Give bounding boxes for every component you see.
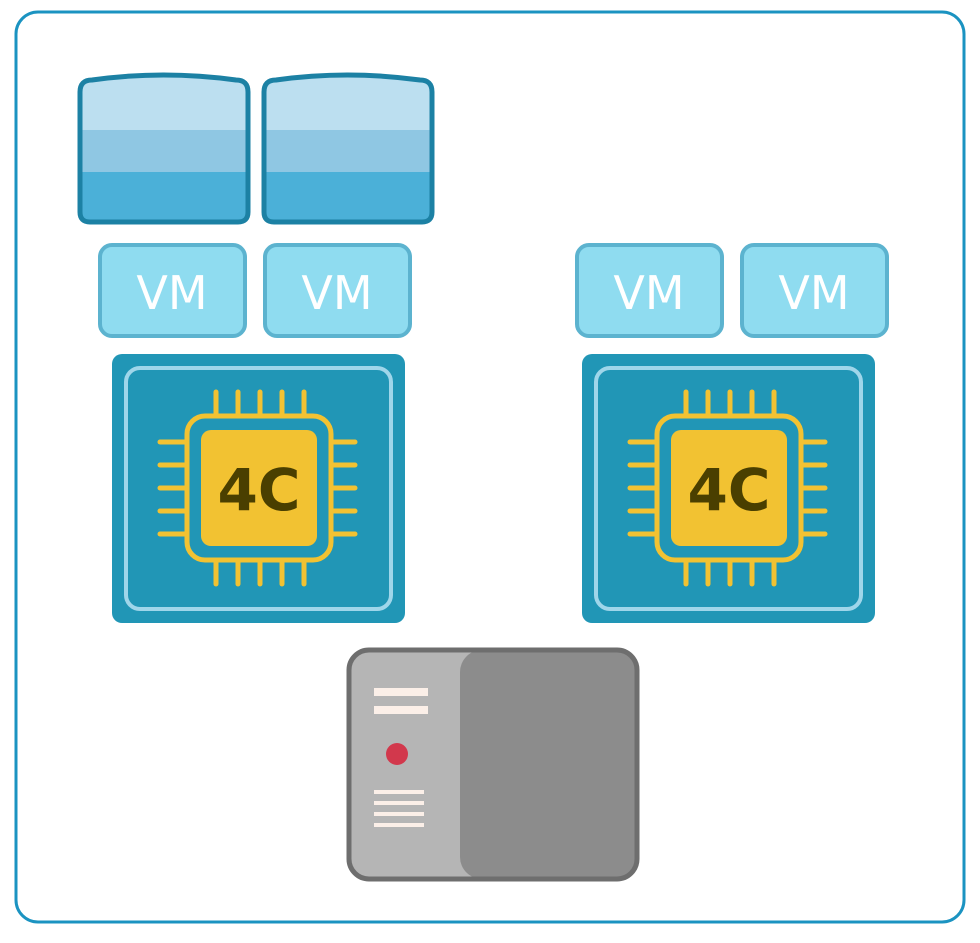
monitor-right <box>261 72 435 225</box>
monitor-left <box>77 72 251 225</box>
vm-label: VM <box>136 266 207 320</box>
server-vent-lines <box>374 790 424 827</box>
vm-box-2: VM <box>263 243 412 338</box>
vm-box-3: VM <box>575 243 724 338</box>
cpu-board-left: 4C <box>112 354 405 623</box>
vm-label: VM <box>613 266 684 320</box>
vm-box-4: VM <box>740 243 889 338</box>
cpu-label: 4C <box>218 456 301 524</box>
vm-label: VM <box>778 266 849 320</box>
diagram-frame <box>14 10 966 924</box>
vm-box-1: VM <box>98 243 247 338</box>
vm-label: VM <box>301 266 372 320</box>
server-led <box>386 743 408 765</box>
server-icon <box>346 647 640 882</box>
cpu-label: 4C <box>688 456 771 524</box>
cpu-board-right: 4C <box>582 354 875 623</box>
